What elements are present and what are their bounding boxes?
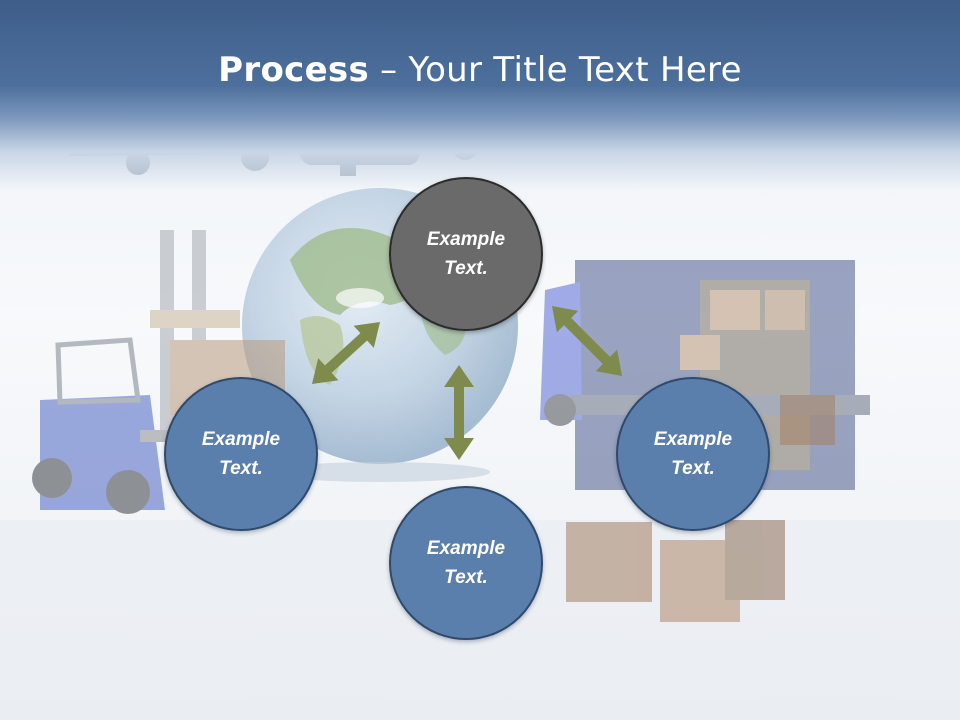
- title-bar: [0, 0, 960, 190]
- arrow-top-left: [312, 322, 380, 384]
- title-bold: Process: [218, 50, 370, 90]
- arrow-top-left-shape: [312, 322, 380, 384]
- arrow-top-right: [552, 306, 622, 376]
- arrow-top-bottom: [444, 365, 474, 460]
- node-bottom-label: Example Text.: [426, 538, 506, 588]
- process-node-left[interactable]: Example Text.: [164, 377, 318, 531]
- boxes-icon: [566, 395, 835, 622]
- arrow-top-bottom-shape: [444, 365, 474, 460]
- node-left-label: Example Text.: [201, 429, 281, 479]
- node-top-label: Example Text.: [426, 229, 506, 279]
- process-node-bottom[interactable]: Example Text.: [389, 486, 543, 640]
- title-rest: – Your Title Text Here: [369, 50, 742, 90]
- process-node-right[interactable]: Example Text.: [616, 377, 770, 531]
- arrow-top-right-shape: [552, 306, 622, 376]
- globe-shadow: [270, 462, 490, 482]
- process-node-top[interactable]: Example Text.: [389, 177, 543, 331]
- slide-title: Process – Your Title Text Here: [0, 50, 960, 90]
- node-right-label: Example Text.: [653, 429, 733, 479]
